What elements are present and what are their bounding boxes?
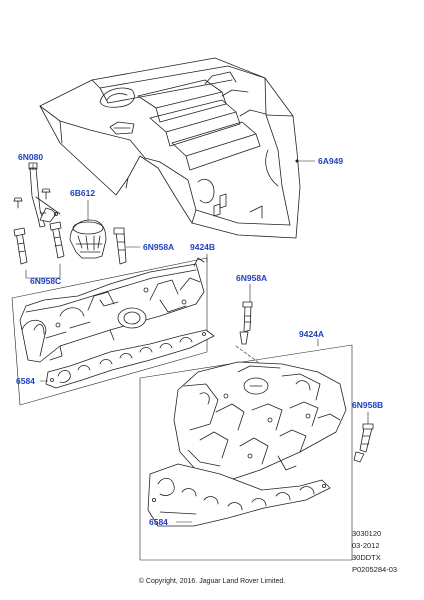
fuel-injector-right [239,301,253,345]
intake-manifold-lower [173,361,347,489]
intake-gasket-lower [147,463,331,527]
part-label-6n958a-right: 6N958A [236,273,268,283]
part-label-6n958a-top: 6N958A [143,242,175,252]
part-label-6n958b: 6N958B [352,400,384,410]
reference-code-4: P0205284-03 [352,565,398,574]
part-label-9424a: 9424A [299,329,325,339]
intake-manifold-upper [19,257,205,363]
oil-filler-cap [69,219,107,259]
injector-seal-pair [13,221,65,265]
reference-code-3: 30DDTX [352,553,381,562]
part-label-6n080: 6N080 [18,152,44,162]
part-label-9424b: 9424B [190,242,216,252]
part-label-6n958c: 6N958C [30,276,62,286]
fuel-injector-top [113,227,127,265]
part-label-6b612: 6B612 [70,188,96,198]
engine-cover [39,57,301,239]
part-label-6a949: 6A949 [318,156,344,166]
fuel-injector-lower-right [353,423,374,463]
reference-code-2: 03-2012 [352,541,380,550]
copyright-notice: © Copyright, 2016. Jaguar Land Rover Lim… [138,578,286,585]
reference-code-1: 3030120 [352,529,382,538]
intake-gasket-upper [45,329,215,389]
part-label-6584-upper: 6584 [16,376,35,386]
part-label-6584-lower: 6584 [149,517,168,527]
bracket-assembly [13,162,61,228]
